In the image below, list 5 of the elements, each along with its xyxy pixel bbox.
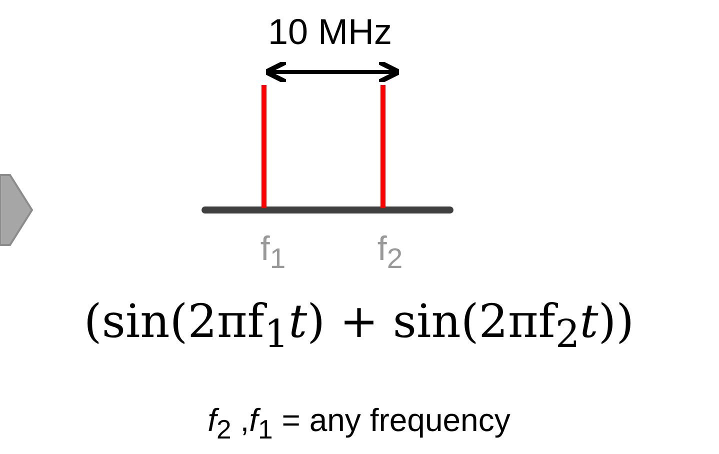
formula: (sin(2πf$_{1}$t) + sin(2πf$_{2}$t)) (84, 298, 634, 355)
formula-note: f$_{2}$ ,f$_{1}$ = any frequency (208, 404, 510, 444)
dimension-label: 10 MHz (268, 14, 392, 50)
frequency-label: f$_{2}$ (377, 232, 403, 274)
frequency-label: f$_{1}$ (260, 232, 286, 274)
